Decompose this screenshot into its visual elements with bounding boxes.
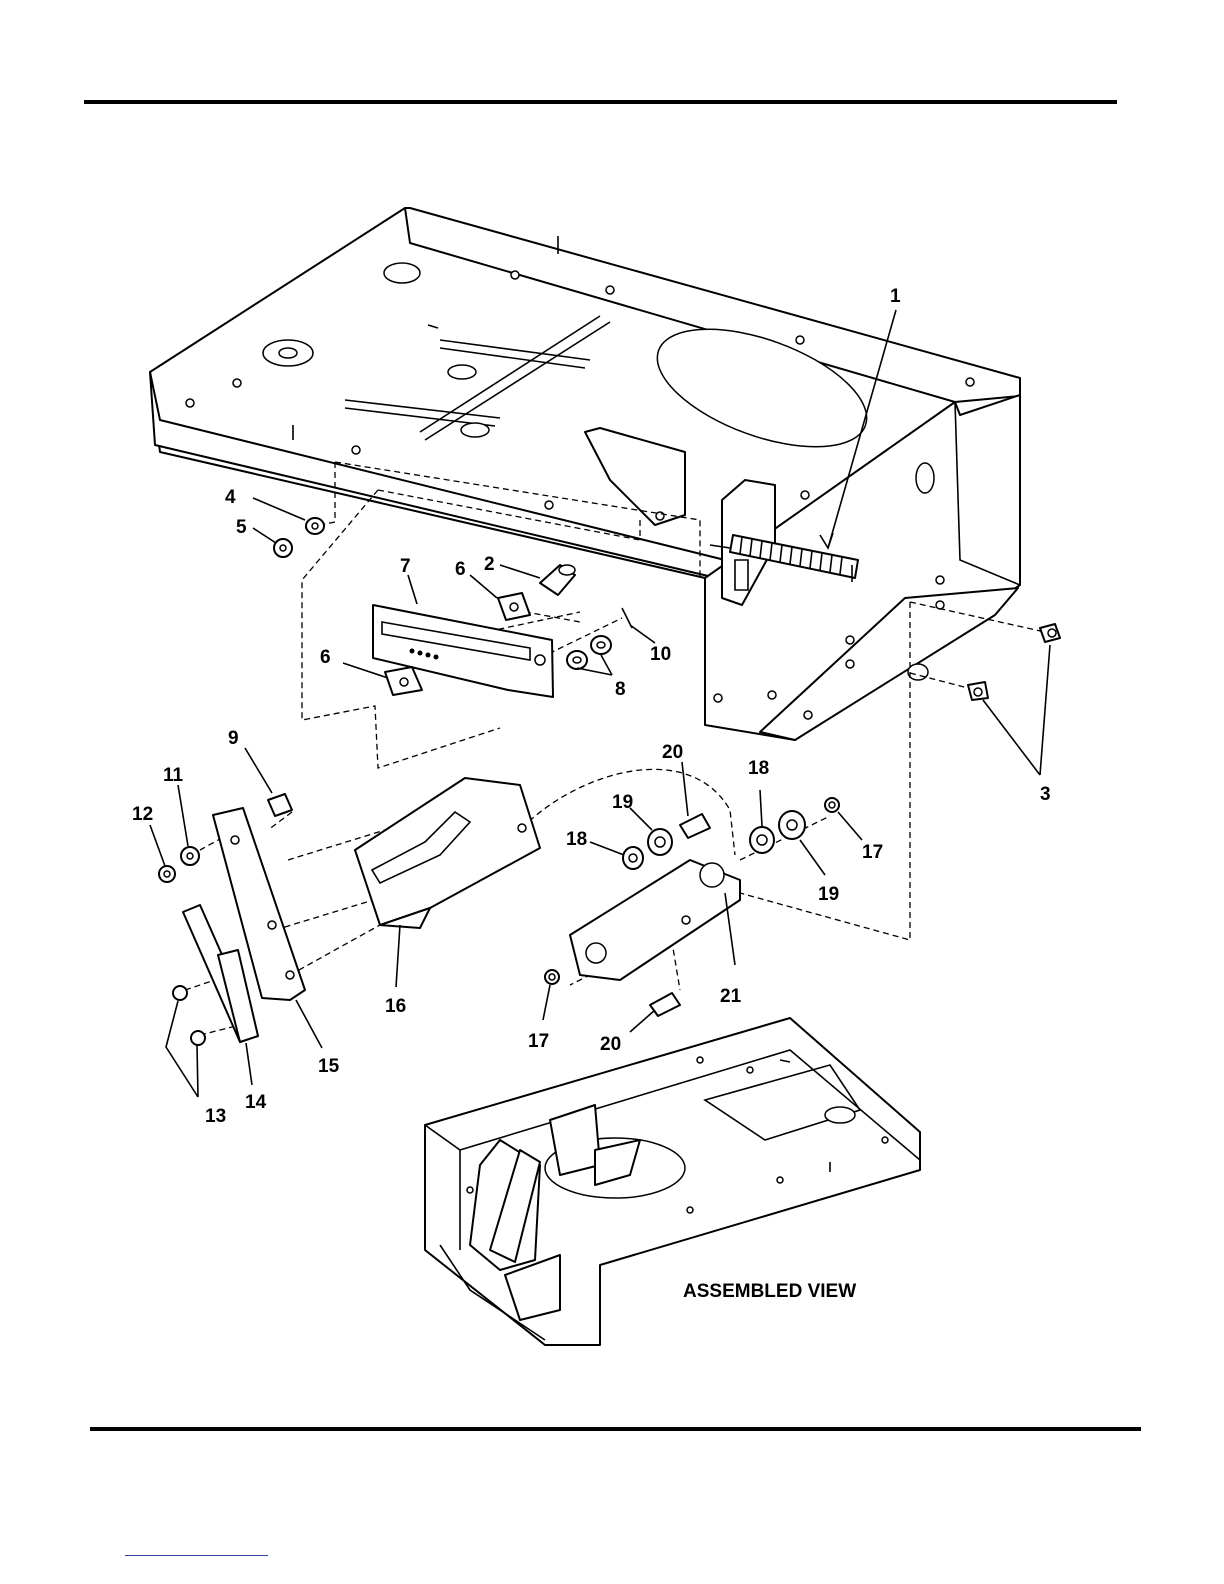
arm-part-21: [570, 860, 740, 980]
callout-8: 8: [615, 679, 626, 700]
washers-part-19: [648, 811, 805, 855]
callout-11: 11: [163, 765, 184, 786]
washer-part-4: [306, 518, 324, 534]
callout-17-right: 17: [862, 842, 883, 863]
washers-part-8: [567, 636, 611, 669]
callout-13: 13: [205, 1106, 226, 1127]
callout-18-left: 18: [566, 829, 587, 850]
callout-14: 14: [245, 1092, 267, 1113]
callout-18-right: 18: [748, 758, 769, 779]
callout-17-left: 17: [528, 1031, 549, 1052]
bolt-part-9: [268, 794, 292, 816]
callout-19-left: 19: [612, 792, 633, 813]
callout-12: 12: [132, 804, 153, 825]
callout-21: 21: [720, 986, 742, 1007]
bolt-part-2: [540, 565, 575, 595]
washer-part-11: [181, 847, 199, 865]
callout-5: 5: [236, 517, 247, 538]
callout-6-lower: 6: [320, 647, 331, 668]
nut-part-12: [159, 866, 175, 882]
callout-1: 1: [890, 286, 901, 307]
callout-7: 7: [400, 556, 411, 577]
clip-part-6-upper: [498, 593, 530, 620]
clip-part-6-lower: [385, 667, 422, 695]
callout-10: 10: [650, 644, 671, 665]
screws-part-13: [173, 986, 205, 1045]
callout-19-right: 19: [818, 884, 839, 905]
assembled-view-caption: ASSEMBLED VIEW: [683, 1281, 856, 1302]
callout-6-upper: 6: [455, 559, 466, 580]
callout-15: 15: [318, 1056, 340, 1077]
callout-2: 2: [484, 554, 495, 575]
callout-4: 4: [225, 487, 236, 508]
callout-3: 3: [1040, 784, 1051, 805]
callout-20-upper: 20: [662, 742, 683, 763]
callout-20-lower: 20: [600, 1034, 621, 1055]
callout-16: 16: [385, 996, 406, 1017]
nut-part-5: [274, 539, 292, 557]
bracket-part-16: [355, 778, 540, 928]
callout-9: 9: [228, 728, 239, 749]
